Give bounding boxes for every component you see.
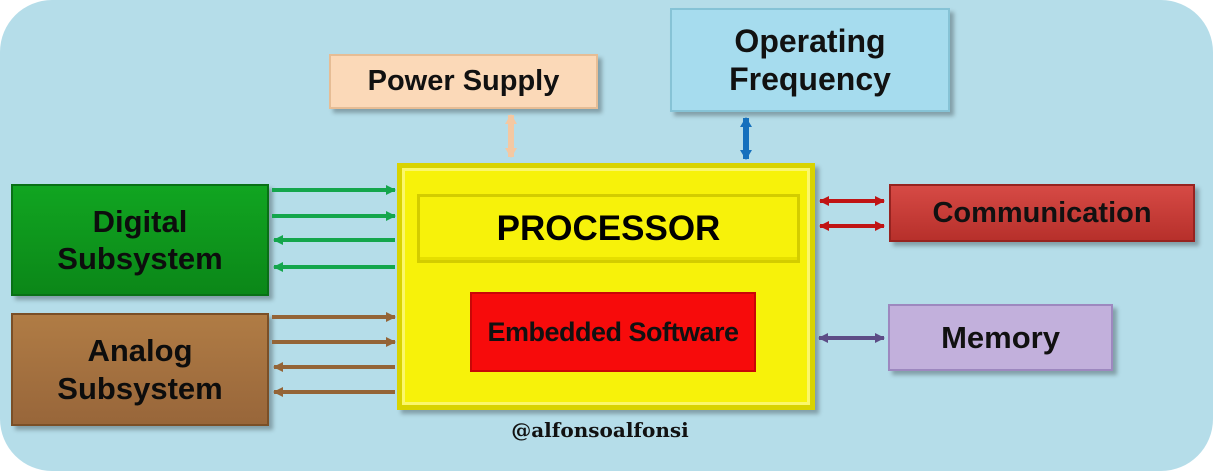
operating-frequency-label-line1: Operating — [734, 22, 886, 59]
embedded-software-label: Embedded Software — [487, 316, 739, 347]
operating-frequency-label-line2: Frequency — [729, 61, 891, 97]
communication-label: Communication — [932, 196, 1152, 229]
analog-subsystem-block: Analog Subsystem — [11, 313, 269, 426]
power-supply-label: Power Supply — [367, 65, 560, 98]
memory-block: Memory — [888, 304, 1113, 371]
analog-label-line2: Subsystem — [57, 370, 223, 406]
analog-label-line1: Analog — [87, 333, 193, 369]
embedded-software-block: Embedded Software — [470, 292, 756, 372]
processor-header: PROCESSOR — [417, 194, 800, 263]
author-credit: @alfonsoalfonsi — [511, 418, 689, 442]
digital-label-line1: Digital — [92, 203, 188, 239]
power-supply-block: Power Supply — [329, 54, 598, 109]
communication-block: Communication — [889, 184, 1195, 242]
processor-label: PROCESSOR — [496, 208, 721, 248]
digital-label-line2: Subsystem — [57, 241, 223, 276]
digital-subsystem-block: Digital Subsystem — [11, 184, 269, 296]
operating-frequency-block: Operating Frequency — [670, 8, 950, 112]
memory-label: Memory — [941, 319, 1060, 355]
